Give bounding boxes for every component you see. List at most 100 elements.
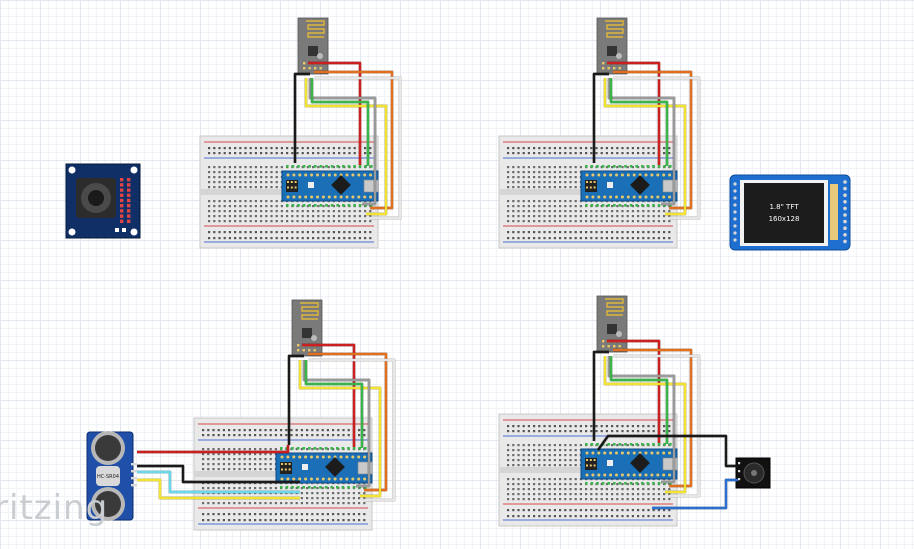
breadboard-hole bbox=[269, 429, 272, 432]
icsp-pin bbox=[288, 463, 291, 465]
breadboard-hole bbox=[238, 487, 241, 490]
nano-pin bbox=[345, 173, 349, 177]
breadboard-hole bbox=[259, 429, 262, 432]
breadboard-hole bbox=[517, 449, 520, 452]
icsp-pin bbox=[589, 459, 592, 461]
breadboard-hole bbox=[280, 147, 283, 150]
breadboard-hole bbox=[265, 200, 268, 203]
breadboard-hole bbox=[254, 458, 257, 461]
header-pin bbox=[613, 165, 616, 168]
breadboard-hole bbox=[254, 176, 257, 179]
breadboard-hole bbox=[553, 166, 556, 169]
breadboard-hole bbox=[652, 430, 655, 433]
breadboard-hole bbox=[363, 492, 366, 495]
breadboard-hole bbox=[265, 186, 268, 189]
breadboard-hole bbox=[533, 454, 536, 457]
wire-ultrasonic-black bbox=[137, 464, 300, 484]
breadboard-hole bbox=[306, 487, 309, 490]
header-pin bbox=[364, 486, 367, 489]
breadboard-hole bbox=[543, 444, 546, 447]
breadboard-hole bbox=[512, 205, 515, 208]
breadboard-hole bbox=[574, 171, 577, 174]
nano-pin bbox=[620, 473, 624, 477]
breadboard-hole bbox=[286, 231, 289, 234]
breadboard-hole bbox=[270, 147, 273, 150]
breadboard-hole bbox=[533, 430, 536, 433]
breadboard-hole bbox=[342, 434, 345, 437]
breadboard-hole bbox=[248, 519, 251, 522]
breadboard-hole bbox=[668, 147, 671, 150]
breadboard-hole bbox=[621, 515, 624, 518]
header-pin bbox=[601, 165, 605, 168]
breadboard-hole bbox=[522, 509, 525, 512]
breadboard-hole bbox=[626, 483, 629, 486]
ultrasonic-pin bbox=[131, 477, 137, 480]
breadboard-hole bbox=[522, 483, 525, 486]
breadboard-hole bbox=[264, 434, 267, 437]
breadboard-hole bbox=[626, 515, 629, 518]
breadboard-hole bbox=[228, 468, 231, 471]
breadboard-hole bbox=[574, 186, 577, 189]
breadboard-hole bbox=[364, 147, 367, 150]
wire-buzzer-blue bbox=[652, 478, 738, 510]
breadboard-hole bbox=[348, 237, 351, 240]
breadboard-hole bbox=[213, 200, 216, 203]
breadboard-hole bbox=[527, 220, 530, 223]
breadboard-hole bbox=[642, 147, 645, 150]
breadboard-hole bbox=[512, 493, 515, 496]
nano-pin bbox=[345, 477, 349, 481]
breadboard-hole bbox=[569, 231, 572, 234]
breadboard-hole bbox=[234, 152, 237, 155]
header-pin bbox=[624, 482, 627, 485]
breadboard-hole bbox=[507, 464, 510, 467]
header-pin bbox=[280, 447, 283, 450]
breadboard-hole bbox=[326, 502, 329, 505]
breadboard-hole bbox=[234, 210, 237, 213]
breadboard-hole bbox=[312, 231, 315, 234]
breadboard-hole bbox=[631, 509, 634, 512]
nano-pin bbox=[345, 455, 349, 459]
nano-pin bbox=[650, 195, 654, 199]
breadboard-hole bbox=[270, 171, 273, 174]
breadboard-hole bbox=[254, 453, 257, 456]
breadboard-hole bbox=[657, 493, 660, 496]
breadboard-hole bbox=[548, 186, 551, 189]
breadboard-hole bbox=[213, 186, 216, 189]
breadboard-hole bbox=[600, 515, 603, 518]
nano-pin bbox=[298, 455, 302, 459]
nano-pin bbox=[321, 195, 325, 199]
breadboard-hole bbox=[642, 231, 645, 234]
breadboard-hole bbox=[222, 448, 225, 451]
header-pin bbox=[291, 447, 294, 450]
breadboard-hole bbox=[248, 429, 251, 432]
breadboard-hole bbox=[574, 147, 577, 150]
breadboard-hole bbox=[631, 483, 634, 486]
nano-pin bbox=[626, 451, 630, 455]
nano-pin bbox=[603, 451, 607, 455]
breadboard-hole bbox=[207, 487, 210, 490]
breadboard-hole bbox=[574, 454, 577, 457]
breadboard-hole bbox=[358, 513, 361, 516]
breadboard-hole bbox=[233, 458, 236, 461]
breadboard-hole bbox=[239, 147, 242, 150]
breadboard-hole bbox=[605, 509, 608, 512]
breadboard-hole bbox=[574, 152, 577, 155]
breadboard-hole bbox=[238, 429, 241, 432]
breadboard-hole bbox=[213, 237, 216, 240]
breadboard-hole bbox=[295, 429, 298, 432]
breadboard-hole bbox=[270, 166, 273, 169]
camera-pin bbox=[120, 178, 124, 182]
breadboard-hole bbox=[301, 210, 304, 213]
breadboard-hole bbox=[260, 220, 263, 223]
breadboard-hole bbox=[538, 425, 541, 428]
header-pin bbox=[590, 482, 594, 485]
breadboard-hole bbox=[585, 515, 588, 518]
breadboard-hole bbox=[533, 210, 536, 213]
breadboard-hole bbox=[238, 458, 241, 461]
breadboard-hole bbox=[647, 215, 650, 218]
breadboard-hole bbox=[600, 493, 603, 496]
breadboard-hole bbox=[238, 448, 241, 451]
radio-pin bbox=[308, 349, 311, 352]
breadboard-hole bbox=[265, 220, 268, 223]
breadboard-hole bbox=[326, 448, 329, 451]
